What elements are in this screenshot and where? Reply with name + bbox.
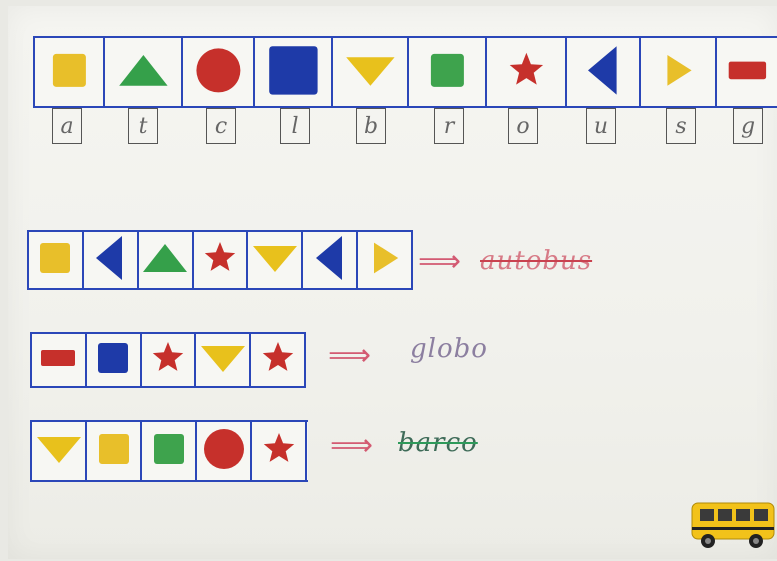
key-letter-c: c: [206, 108, 236, 144]
puzzle-cell: [87, 422, 142, 480]
puzzle-cell: [248, 232, 303, 288]
triangle-down-icon: [251, 234, 299, 286]
key-letter-o: o: [508, 108, 538, 144]
triangle-up-icon: [141, 234, 189, 286]
puzzle-cell: [139, 232, 194, 288]
key-letter-g: g: [733, 108, 763, 144]
star-icon: [144, 334, 192, 386]
key-cell: [717, 38, 777, 106]
square-icon: [145, 425, 193, 477]
star-icon: [255, 425, 303, 477]
puzzle-cell: [196, 334, 251, 386]
puzzle-cell: [303, 232, 358, 288]
square-icon: [267, 44, 320, 101]
circle-icon: [200, 425, 248, 477]
star-icon: [254, 334, 302, 386]
school-bus-sticker: [690, 495, 776, 551]
key-letters-row: a t c l b r o u s g: [0, 108, 777, 148]
arrow-2: ⟹: [328, 338, 365, 373]
arrow-3: ⟹: [330, 428, 367, 463]
puzzle-cell: [142, 422, 197, 480]
puzzle-cell: [84, 232, 139, 288]
puzzle-cell: [87, 334, 142, 386]
key-cell: [487, 38, 567, 106]
answer-word-3: barco: [398, 428, 478, 458]
puzzle-cell: [29, 232, 84, 288]
key-letter-u: u: [586, 108, 616, 144]
key-letter-l: l: [280, 108, 310, 144]
square-icon: [421, 44, 474, 101]
star-icon: [196, 234, 244, 286]
arrow-1: ⟹: [418, 244, 455, 279]
rectangle-icon: [34, 334, 82, 386]
puzzle-cell: [197, 422, 252, 480]
triangle-left-icon: [306, 234, 354, 286]
key-cell: [35, 38, 105, 106]
key-cell: [641, 38, 717, 106]
triangle-left-icon: [86, 234, 134, 286]
triangle-down-icon: [199, 334, 247, 386]
triangle-right-icon: [361, 234, 409, 286]
answer-word-1: autobus: [480, 246, 592, 276]
shape-key-strip: [33, 36, 777, 108]
puzzle-cell: [194, 232, 249, 288]
puzzle-cell: [251, 334, 306, 386]
puzzle-cell: [142, 334, 197, 386]
triangle-down-icon: [344, 44, 397, 101]
square-icon: [31, 234, 79, 286]
triangle-up-icon: [117, 44, 170, 101]
puzzle-cell: [32, 422, 87, 480]
star-icon: [500, 44, 553, 101]
key-letter-s: s: [666, 108, 696, 144]
key-cell: [409, 38, 487, 106]
square-icon: [90, 425, 138, 477]
key-letter-b: b: [356, 108, 386, 144]
triangle-right-icon: [652, 44, 705, 101]
key-letter-t: t: [128, 108, 158, 144]
puzzle-row-1: [27, 230, 413, 290]
key-cell: [567, 38, 641, 106]
key-letter-r: r: [434, 108, 464, 144]
key-cell: [105, 38, 183, 106]
answer-word-2: globo: [410, 334, 488, 364]
square-icon: [43, 44, 96, 101]
puzzle-row-3: [30, 420, 308, 482]
puzzle-cell: [252, 422, 307, 480]
triangle-down-icon: [35, 425, 83, 477]
puzzle-cell: [32, 334, 87, 386]
key-cell: [333, 38, 409, 106]
key-cell: [255, 38, 333, 106]
square-icon: [89, 334, 137, 386]
rectangle-icon: [721, 44, 774, 101]
key-letter-a: a: [52, 108, 82, 144]
puzzle-row-2: [30, 332, 306, 388]
triangle-left-icon: [577, 44, 630, 101]
puzzle-cell: [358, 232, 413, 288]
circle-icon: [192, 44, 245, 101]
key-cell: [183, 38, 255, 106]
